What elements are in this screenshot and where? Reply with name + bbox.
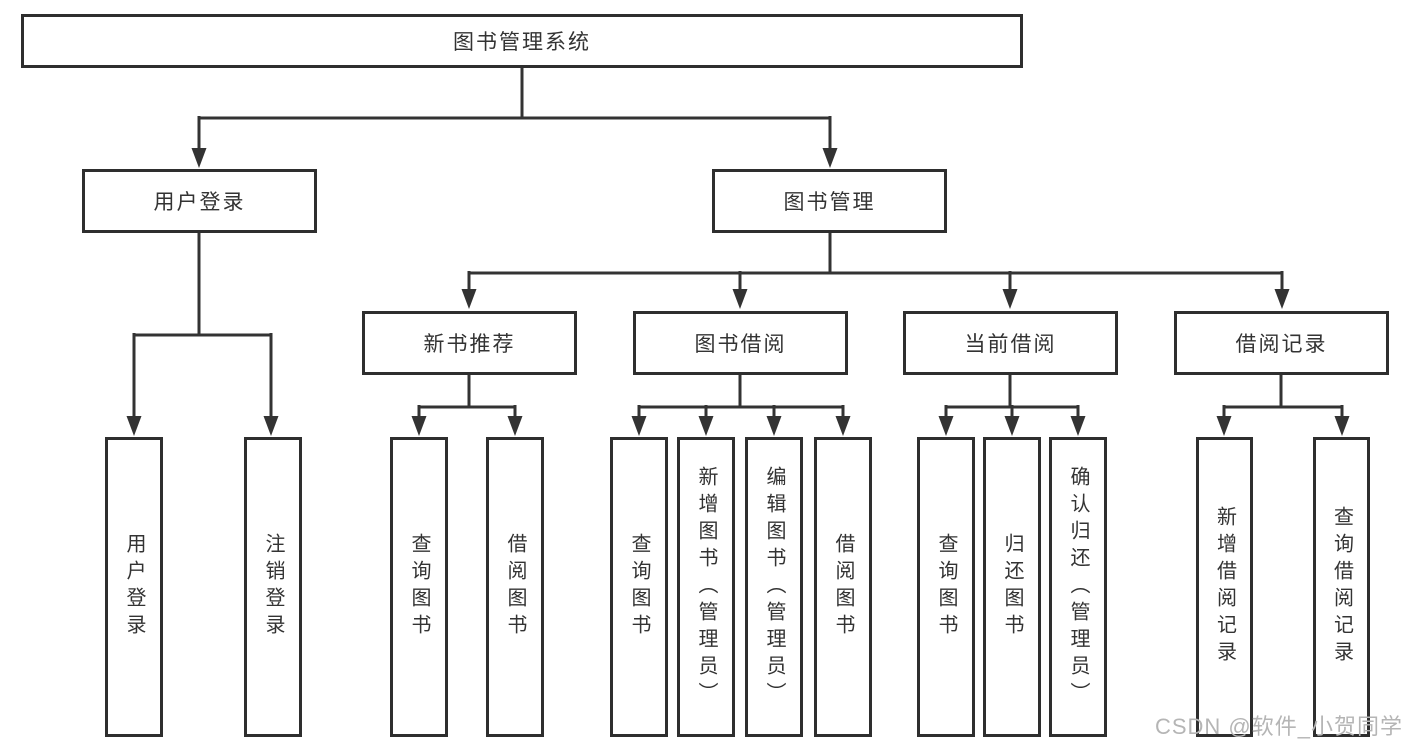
- leaf-label: 查询图书: [935, 533, 957, 641]
- leaf-label: 借阅图书: [832, 533, 854, 641]
- leaf-add-book-admin: 新增图书（管理员）: [677, 437, 735, 737]
- node-label: 用户登录: [153, 191, 246, 214]
- leaf-label: 查询图书: [408, 533, 430, 641]
- leaf-label: 查询借阅记录: [1330, 506, 1353, 668]
- node-current-borrow: 当前借阅: [903, 311, 1118, 375]
- node-user-login: 用户登录: [82, 169, 317, 233]
- leaf-label: 查询图书: [628, 533, 650, 641]
- leaf-query-books-borrow: 查询图书: [610, 437, 668, 737]
- leaf-label: 新增图书（管理员）: [695, 465, 717, 709]
- leaf-logout: 注销登录: [244, 437, 302, 737]
- leaf-label: 确认归还（管理员）: [1067, 465, 1089, 709]
- node-label: 图书管理系统: [453, 31, 591, 54]
- edge-book-borrow-split: [637, 375, 845, 418]
- edge-new-book-recommend-split: [417, 375, 517, 418]
- leaf-add-borrow-record: 新增借阅记录: [1196, 437, 1253, 737]
- leaf-query-books-recommend: 查询图书: [390, 437, 448, 737]
- csdn-watermark: CSDN @软件_小贺同学: [1154, 714, 1403, 739]
- leaf-label: 新增借阅记录: [1213, 506, 1236, 668]
- leaf-query-borrow-record: 查询借阅记录: [1313, 437, 1370, 737]
- leaf-label: 注销登录: [262, 533, 284, 641]
- edge-user-login-split: [132, 233, 273, 418]
- node-label: 当前借阅: [964, 333, 1057, 356]
- edge-book-management-split: [467, 233, 1284, 291]
- node-book-borrow: 图书借阅: [633, 311, 848, 375]
- leaf-user-login: 用户登录: [105, 437, 163, 737]
- edge-root-split: [197, 68, 832, 150]
- node-label: 新书推荐: [423, 333, 516, 356]
- leaf-edit-book-admin: 编辑图书（管理员）: [745, 437, 803, 737]
- leaf-label: 用户登录: [123, 533, 145, 641]
- node-library-management-system: 图书管理系统: [21, 14, 1023, 68]
- leaf-borrow-books-borrow: 借阅图书: [814, 437, 872, 737]
- node-label: 借阅记录: [1235, 333, 1328, 356]
- leaf-label: 归还图书: [1001, 533, 1023, 641]
- arrowheads: [126, 148, 1350, 436]
- leaf-borrow-books-recommend: 借阅图书: [486, 437, 544, 737]
- edge-borrow-record-split: [1222, 375, 1344, 418]
- node-borrow-records: 借阅记录: [1174, 311, 1389, 375]
- node-book-management: 图书管理: [712, 169, 947, 233]
- node-label: 图书管理: [783, 191, 876, 214]
- node-new-book-recommend: 新书推荐: [362, 311, 577, 375]
- leaf-label: 借阅图书: [504, 533, 526, 641]
- leaf-confirm-return-admin: 确认归还（管理员）: [1049, 437, 1107, 737]
- leaf-label: 编辑图书（管理员）: [763, 465, 785, 709]
- leaf-return-book: 归还图书: [983, 437, 1041, 737]
- node-label: 图书借阅: [694, 333, 787, 356]
- edge-current-borrow-split: [944, 375, 1080, 418]
- leaf-query-books-current: 查询图书: [917, 437, 975, 737]
